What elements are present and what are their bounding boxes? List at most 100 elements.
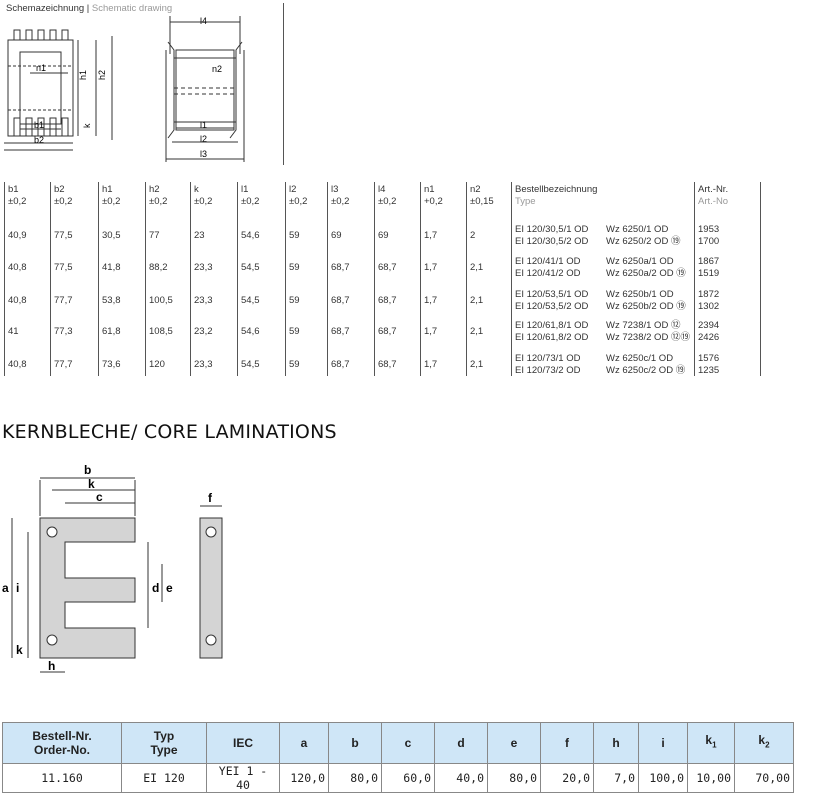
type-designation: EI 120/53,5/2 OD bbox=[515, 301, 589, 312]
label-a: a bbox=[2, 581, 9, 595]
label-h2: h2 bbox=[97, 70, 107, 80]
order-cell: 60,0 bbox=[381, 763, 435, 793]
column-header: l3 bbox=[331, 184, 339, 195]
order-cell: 11.160 bbox=[2, 763, 122, 793]
column-header: n1 bbox=[424, 184, 435, 195]
column-header: h1 bbox=[102, 184, 113, 195]
label-l1: l1 bbox=[200, 120, 207, 130]
table-cell: 77,5 bbox=[54, 230, 73, 241]
column-tolerance: +0,2 bbox=[424, 196, 443, 207]
lamination-drawing: b k c f a i d e k h bbox=[2, 463, 223, 673]
tool-designation: Wz 6250a/2 OD ⑲ bbox=[606, 268, 686, 279]
label-l2: l2 bbox=[200, 134, 207, 144]
table-cell: 69 bbox=[331, 230, 342, 241]
tool-designation: Wz 6250a/1 OD bbox=[606, 256, 674, 267]
label-k: k bbox=[82, 123, 92, 128]
order-cell: EI 120 bbox=[121, 763, 207, 793]
table-cell: 68,7 bbox=[331, 359, 350, 370]
table-cell: 23,2 bbox=[194, 326, 213, 337]
order-header-cell: b bbox=[328, 722, 382, 764]
column-header: l1 bbox=[241, 184, 249, 195]
order-header-cell: i bbox=[638, 722, 688, 764]
table-cell: 40,8 bbox=[8, 359, 27, 370]
table-cell: 23,3 bbox=[194, 359, 213, 370]
table-cell: 40,9 bbox=[8, 230, 27, 241]
column-tolerance: Type bbox=[515, 196, 536, 207]
tool-designation: Wz 6250b/2 OD ⑲ bbox=[606, 301, 686, 312]
table-cell: 73,6 bbox=[102, 359, 121, 370]
table-cell: 23,3 bbox=[194, 262, 213, 273]
label-n1: n1 bbox=[36, 63, 46, 73]
order-header-cell: k1 bbox=[687, 722, 735, 764]
dim-table-end-border bbox=[760, 182, 764, 376]
table-cell: 59 bbox=[289, 326, 300, 337]
label-l4: l4 bbox=[200, 16, 207, 26]
table-cell: 77,7 bbox=[54, 359, 73, 370]
order-header-cell: e bbox=[487, 722, 541, 764]
table-cell: 68,7 bbox=[331, 326, 350, 337]
table-cell: 108,5 bbox=[149, 326, 173, 337]
table-cell: 41 bbox=[8, 326, 19, 337]
order-cell: YEI 1 - 40 bbox=[206, 763, 280, 793]
tool-designation: Wz 6250/1 OD bbox=[606, 224, 669, 235]
drawing-caption: Schemazeichnung | Schematic drawing bbox=[6, 3, 173, 14]
column-header: k bbox=[194, 184, 199, 195]
label-b2: b2 bbox=[34, 135, 44, 145]
table-cell: 77,5 bbox=[54, 262, 73, 273]
table-cell: 100,5 bbox=[149, 295, 173, 306]
tool-designation: Wz 6250/2 OD ⑲ bbox=[606, 236, 681, 247]
order-cell: 10,00 bbox=[687, 763, 735, 793]
label-k1: k bbox=[16, 643, 23, 657]
type-designation: EI 120/53,5/1 OD bbox=[515, 289, 589, 300]
table-cell: 68,7 bbox=[331, 295, 350, 306]
table-cell: 2 bbox=[470, 230, 476, 241]
order-cell: 20,0 bbox=[540, 763, 594, 793]
type-designation: EI 120/73/2 OD bbox=[515, 365, 581, 376]
table-cell: 59 bbox=[289, 359, 300, 370]
column-tolerance: Art.-No bbox=[698, 196, 729, 207]
table-cell: 77 bbox=[149, 230, 160, 241]
column-tolerance: ±0,2 bbox=[8, 196, 27, 207]
table-cell: 68,7 bbox=[378, 359, 397, 370]
column-tolerance: ±0,2 bbox=[54, 196, 73, 207]
column-header: Bestellbezeichnung bbox=[515, 184, 598, 195]
type-designation: EI 120/61,8/1 OD bbox=[515, 320, 589, 331]
order-cell: 100,0 bbox=[638, 763, 688, 793]
table-cell: 59 bbox=[289, 262, 300, 273]
order-cell: 70,00 bbox=[734, 763, 794, 793]
table-cell: 40,8 bbox=[8, 295, 27, 306]
bobbin-side-drawing: n1 h1 h2 k b1 b2 bbox=[4, 29, 113, 151]
table-cell: 1,7 bbox=[424, 326, 438, 337]
table-cell: 68,7 bbox=[378, 262, 397, 273]
table-cell: 2,1 bbox=[470, 326, 484, 337]
table-cell: 1,7 bbox=[424, 295, 438, 306]
order-header-cell: c bbox=[381, 722, 435, 764]
column-header: b2 bbox=[54, 184, 65, 195]
table-cell: 77,3 bbox=[54, 326, 73, 337]
type-designation: EI 120/41/2 OD bbox=[515, 268, 581, 279]
column-header: l4 bbox=[378, 184, 386, 195]
table-cell: 54,5 bbox=[241, 295, 260, 306]
label-b: b bbox=[84, 463, 91, 477]
table-cell: 2,1 bbox=[470, 295, 484, 306]
section-heading: KERNBLECHE/ CORE LAMINATIONS bbox=[2, 421, 337, 443]
column-tolerance: ±0,15 bbox=[470, 196, 494, 207]
tool-designation: Wz 6250b/1 OD bbox=[606, 289, 674, 300]
column-header: Art.-Nr. bbox=[698, 184, 729, 195]
